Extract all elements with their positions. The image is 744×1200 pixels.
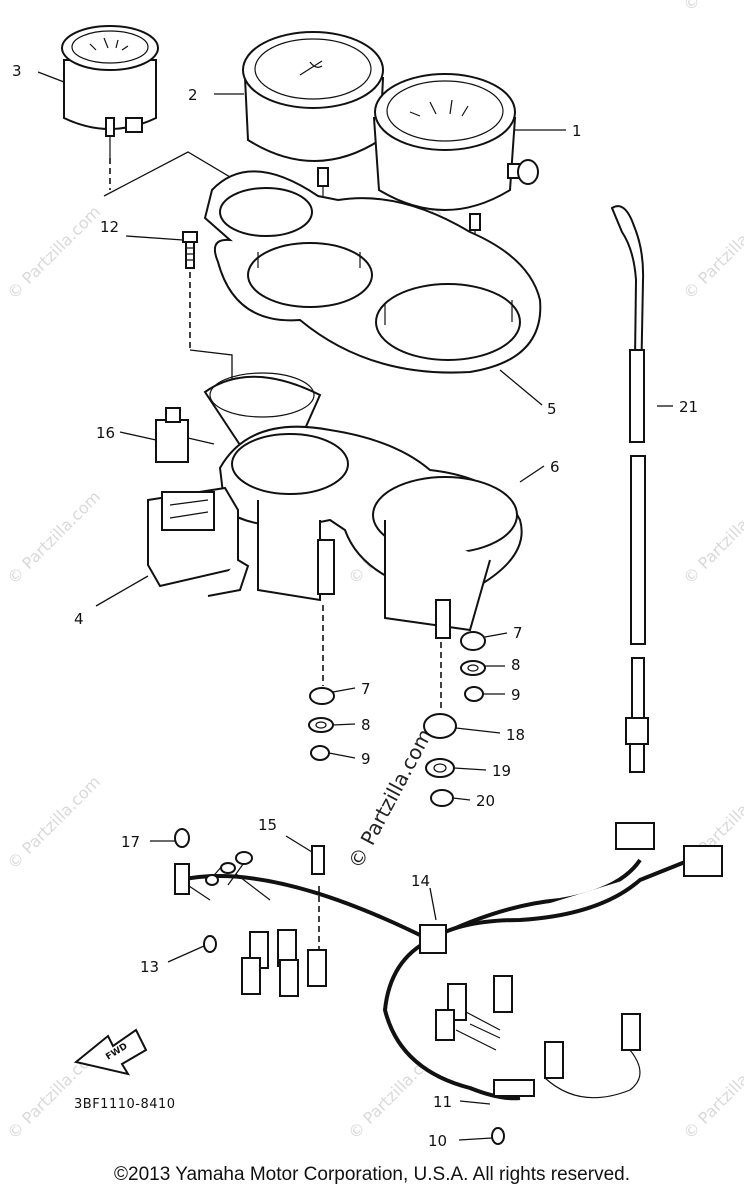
- callout-7-left: 7: [361, 680, 371, 698]
- speedometer-cable-21: [610, 205, 649, 773]
- callout-3: 3: [12, 62, 22, 80]
- wiring-harness-14: [174, 822, 723, 1145]
- callout-20: 20: [476, 792, 495, 810]
- callout-6: 6: [550, 458, 560, 476]
- callout-layer: 3 2 1 12 5 21 16 6 4 7 8 9 7 8 9 18 19 2…: [12, 62, 698, 1150]
- callout-11: 11: [433, 1093, 452, 1111]
- callout-9-left: 9: [361, 750, 371, 768]
- leader-lines: [37, 71, 673, 1141]
- callout-7-right: 7: [513, 624, 523, 642]
- callout-10: 10: [428, 1132, 447, 1150]
- callout-18: 18: [506, 726, 525, 744]
- upper-bracket-5: [203, 170, 542, 374]
- callout-16: 16: [96, 424, 115, 442]
- callout-21: 21: [679, 398, 698, 416]
- callout-8-left: 8: [361, 716, 371, 734]
- callout-13: 13: [140, 958, 159, 976]
- lower-housing-6: [203, 372, 523, 639]
- grommet-stack-18-20: [423, 642, 457, 807]
- callout-14: 14: [411, 872, 430, 890]
- callout-9-right: 9: [511, 686, 521, 704]
- bolt-12: [182, 231, 233, 395]
- switch-16: [155, 407, 215, 463]
- gauge-3-small: [61, 25, 159, 158]
- callout-5: 5: [547, 400, 557, 418]
- watermark-center-text: © Partzilla.com: [343, 725, 437, 873]
- copyright-footer: ©2013 Yamaha Motor Corporation, U.S.A. A…: [114, 1164, 630, 1185]
- watermark-text: © Partzilla.com: [679, 1042, 744, 1143]
- watermark-text: © Partzilla.com: [3, 202, 104, 303]
- diagram-code: 3BF1110-8410: [74, 1097, 176, 1112]
- callout-15: 15: [258, 816, 277, 834]
- forward-arrow: FWD: [73, 1028, 148, 1076]
- callout-4: 4: [74, 610, 84, 628]
- watermark-text: © Partzilla.com: [3, 487, 104, 588]
- callout-12: 12: [100, 218, 119, 236]
- gauge-2-speedometer: [242, 31, 385, 196]
- callout-1: 1: [572, 122, 582, 140]
- right-grommet-stack: [460, 631, 486, 702]
- callout-17: 17: [121, 833, 140, 851]
- callout-8-right: 8: [511, 656, 521, 674]
- left-grommet-stack: [308, 605, 335, 761]
- callout-2: 2: [188, 86, 198, 104]
- watermark-text: © Partzilla.com: [679, 0, 744, 15]
- gauge-1-trip: [372, 73, 539, 240]
- indicator-box-4: [147, 486, 250, 597]
- callout-19: 19: [492, 762, 511, 780]
- watermark-text: © Partzilla.com: [3, 772, 104, 873]
- watermark-text: © Partzilla.com: [679, 202, 744, 303]
- watermark-text: © Partzilla.com: [679, 487, 744, 588]
